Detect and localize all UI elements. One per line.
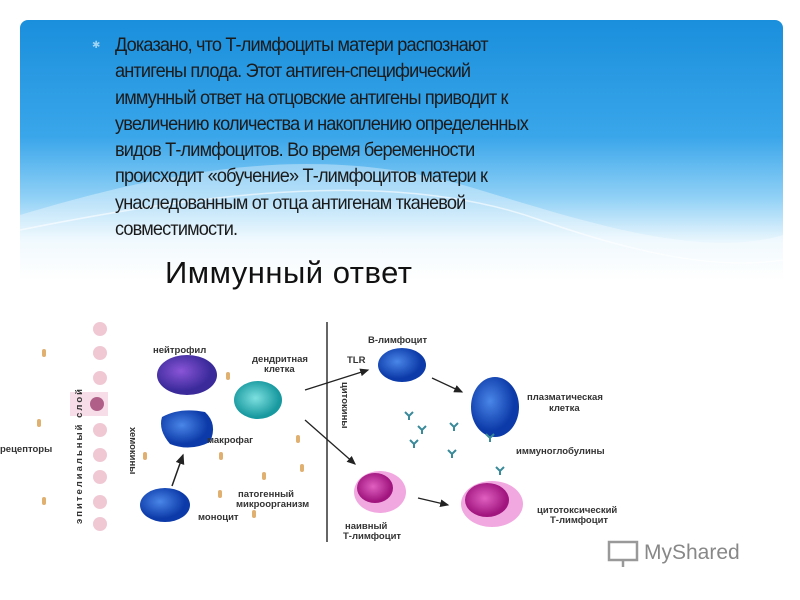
paragraph-line: иммунный ответ на отцовские антигены при… [115, 86, 508, 109]
plasma-label-2: клетка [549, 403, 580, 414]
b-lymphocyte-label: В-лимфоцит [368, 335, 427, 346]
paragraph-line: унаследованным от отца антигенам тканево… [115, 191, 466, 214]
epithelial-layer-label: эпителиальный слой [74, 387, 85, 524]
tlr-label: TLR [347, 355, 366, 366]
paragraph-line: совместимости. [115, 218, 238, 241]
diagram-title: Иммунный ответ [165, 255, 413, 290]
neutrophil-cell [157, 355, 217, 395]
receptors-label: рецепторы [0, 444, 52, 455]
epithelial-cells [70, 322, 108, 531]
myshared-watermark: MyShared [606, 538, 740, 568]
naive-label-2: Т-лимфоцит [343, 531, 401, 542]
immunoglobulin-icons [404, 411, 505, 475]
paragraph-line: антигены плода. Этот антиген-специфическ… [115, 60, 471, 83]
arrow [417, 497, 450, 508]
arrow [304, 368, 370, 391]
naive-label-1: наивный [345, 521, 388, 532]
pathogen-label-2: микроорганизм [236, 499, 309, 510]
paragraph-line: Доказано, что Т-лимфоциты матери распозн… [115, 34, 489, 56]
monocyte-cell [140, 488, 190, 522]
dendritic-label-2: клетка [264, 364, 295, 375]
wave-decoration [20, 164, 783, 280]
cytokines-label: цитокины [339, 382, 350, 428]
watermark-text: MyShared [644, 541, 740, 564]
pathogen-label-1: патогенный [238, 489, 294, 500]
macrophage-cell [161, 410, 214, 448]
cytotoxic-label-2: Т-лимфоцит [550, 515, 608, 526]
paragraph-line: видов Т-лимфоцитов. Во время беременност… [115, 139, 475, 162]
neutrophil-label: нейтрофил [153, 345, 206, 356]
paragraph-line: происходит «обучение» Т-лимфоцитов матер… [115, 165, 488, 188]
body-paragraph: Доказано, что Т-лимфоциты матери распозн… [115, 32, 559, 242]
presentation-board-icon [607, 540, 639, 567]
arrow [171, 453, 185, 487]
dendritic-cell [234, 381, 282, 419]
chemokines-label: хемокины [127, 427, 138, 474]
immunoglobulins-label: иммуноглобулины [516, 446, 605, 457]
plasma-label-1: плазматическая [527, 392, 603, 403]
plasma-cell [471, 377, 519, 437]
b-lymphocyte-cell [378, 348, 426, 382]
bullet-icon: ✱ [92, 40, 101, 51]
monocyte-label: моноцит [198, 512, 239, 523]
dendritic-label-1: дендритная [252, 354, 308, 365]
pathogen-dots [37, 349, 304, 518]
arrow [304, 419, 356, 465]
cytotoxic-label-1: цитотоксический [537, 505, 617, 516]
slide-header-panel [20, 20, 783, 280]
paragraph-line: увеличению количества и накоплению опред… [115, 112, 529, 135]
macrophage-label: макрофаг [207, 435, 253, 446]
immune-response-diagram: эпителиальный слой рецепторы хемокины не… [0, 322, 617, 542]
arrow [431, 377, 464, 393]
